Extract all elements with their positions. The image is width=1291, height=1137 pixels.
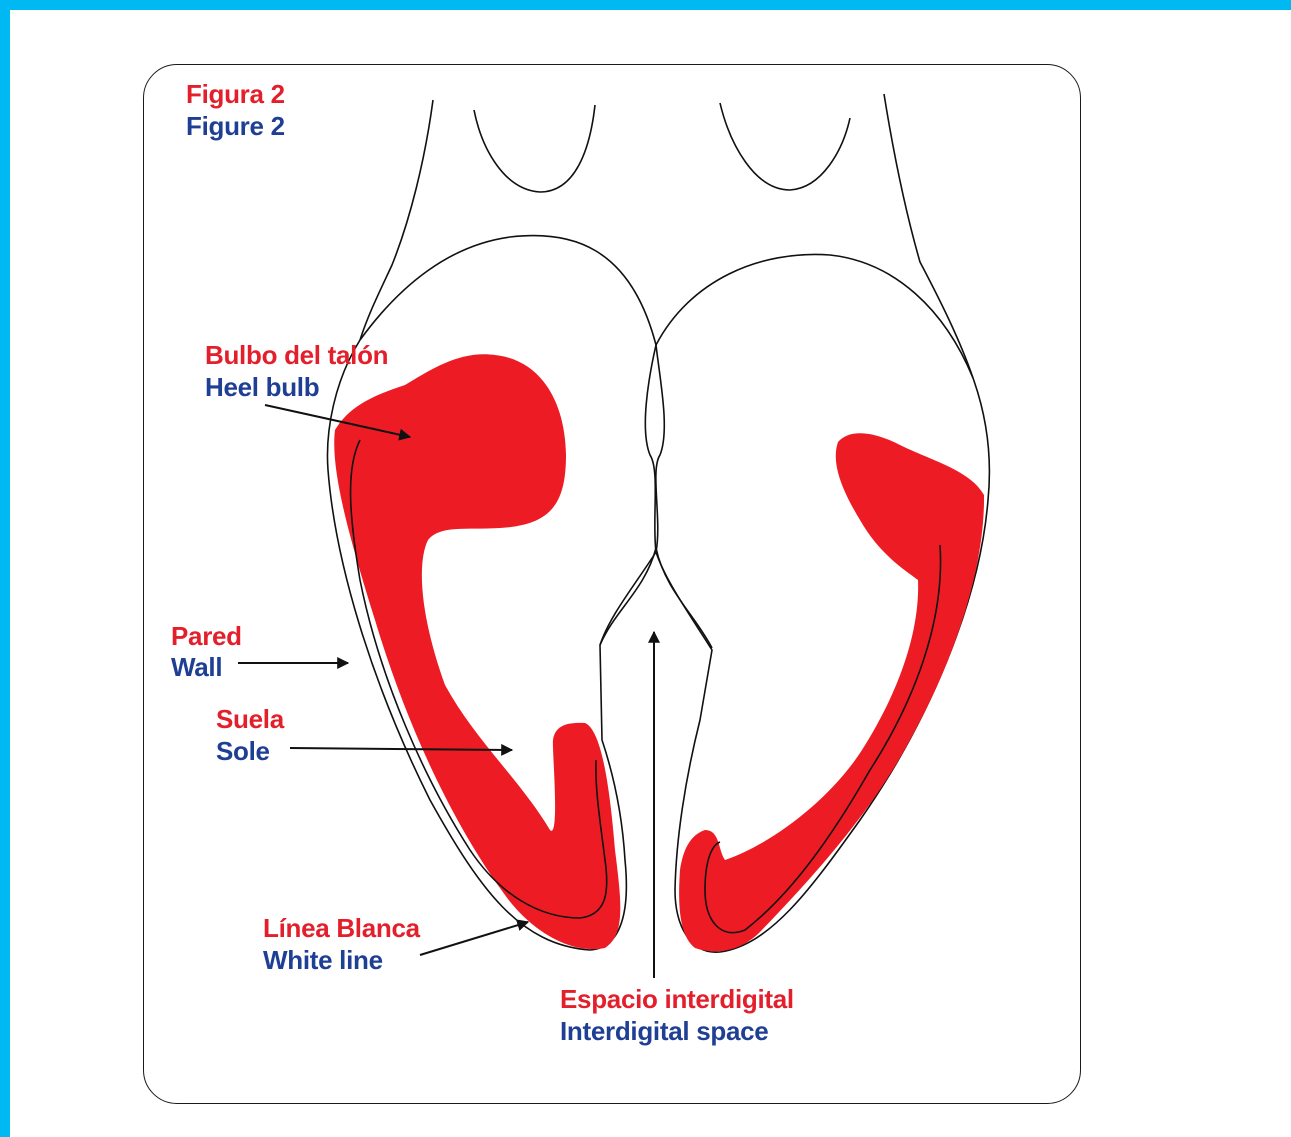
interdigital-space-label-es: Espacio interdigital bbox=[560, 983, 794, 1015]
sole-label-es: Suela bbox=[216, 703, 284, 735]
heel-arc-outline bbox=[360, 236, 973, 378]
lesion-right-claw bbox=[679, 433, 984, 951]
interdigital-space-label-en: Interdigital space bbox=[560, 1015, 768, 1047]
leg-right-outline bbox=[884, 94, 973, 378]
white-line-label-en: White line bbox=[263, 944, 383, 976]
white-line-label-es: Línea Blanca bbox=[263, 912, 420, 944]
figure-title-en: Figure 2 bbox=[186, 110, 285, 142]
heel-bulb-label-en: Heel bulb bbox=[205, 371, 319, 403]
interdigital-space-outline bbox=[600, 548, 712, 648]
heel-bulb-label-es: Bulbo del talón bbox=[205, 339, 388, 371]
wall-label-es: Pared bbox=[171, 620, 242, 652]
leg-left-outline bbox=[360, 100, 433, 340]
figure-title-es: Figura 2 bbox=[186, 78, 285, 110]
wall-label-en: Wall bbox=[171, 651, 222, 683]
dewclaw-left bbox=[474, 105, 595, 192]
white-line-arrow bbox=[420, 922, 528, 955]
sole-label-en: Sole bbox=[216, 735, 270, 767]
dewclaw-right bbox=[720, 103, 850, 190]
